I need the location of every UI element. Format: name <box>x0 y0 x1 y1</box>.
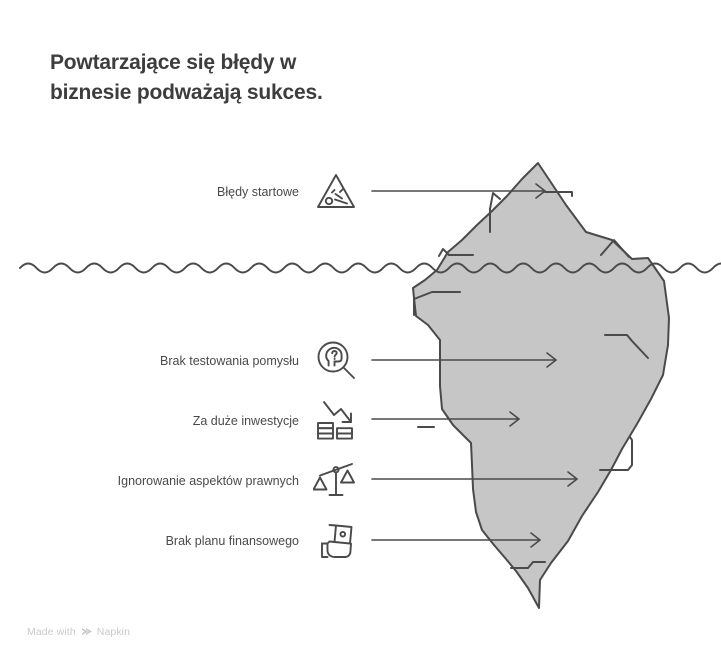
iceberg-detail-lines <box>413 191 649 569</box>
page-title: Powtarzające się błędy w biznesie podważ… <box>50 51 323 104</box>
label-bledy-startowe: Błędy startowe <box>217 185 299 199</box>
falling-rocks-warning-icon <box>313 168 359 214</box>
connector-arrow-4 <box>371 471 578 487</box>
connector-arrow-1 <box>371 183 546 199</box>
label-za-duze-inwestycje: Za duże inwestycje <box>192 414 299 428</box>
label-brak-planu-finansowego: Brak planu finansowego <box>165 534 299 548</box>
napkin-watermark: Made with Napkin <box>27 625 130 638</box>
connector-arrows <box>371 183 578 548</box>
watermark-prefix: Made with <box>27 625 76 638</box>
watermark-brand: Napkin <box>96 625 131 638</box>
iceberg-shape <box>412 162 670 609</box>
connector-arrow-5 <box>371 532 541 548</box>
waterline-wave <box>19 262 721 274</box>
napkin-chevrons-icon <box>80 625 93 638</box>
hand-holding-banknote-icon <box>313 517 359 563</box>
label-brak-testowania-pomyslu: Brak testowania pomysłu <box>160 354 299 368</box>
connector-arrow-2 <box>371 352 557 368</box>
connector-arrow-3 <box>371 411 520 427</box>
head-question-magnifier-icon <box>313 337 359 383</box>
label-ignorowanie-aspektow-prawnych: Ignorowanie aspektów prawnych <box>117 474 299 488</box>
declining-chart-coins-icon <box>313 397 359 443</box>
scales-of-justice-icon <box>313 457 359 503</box>
